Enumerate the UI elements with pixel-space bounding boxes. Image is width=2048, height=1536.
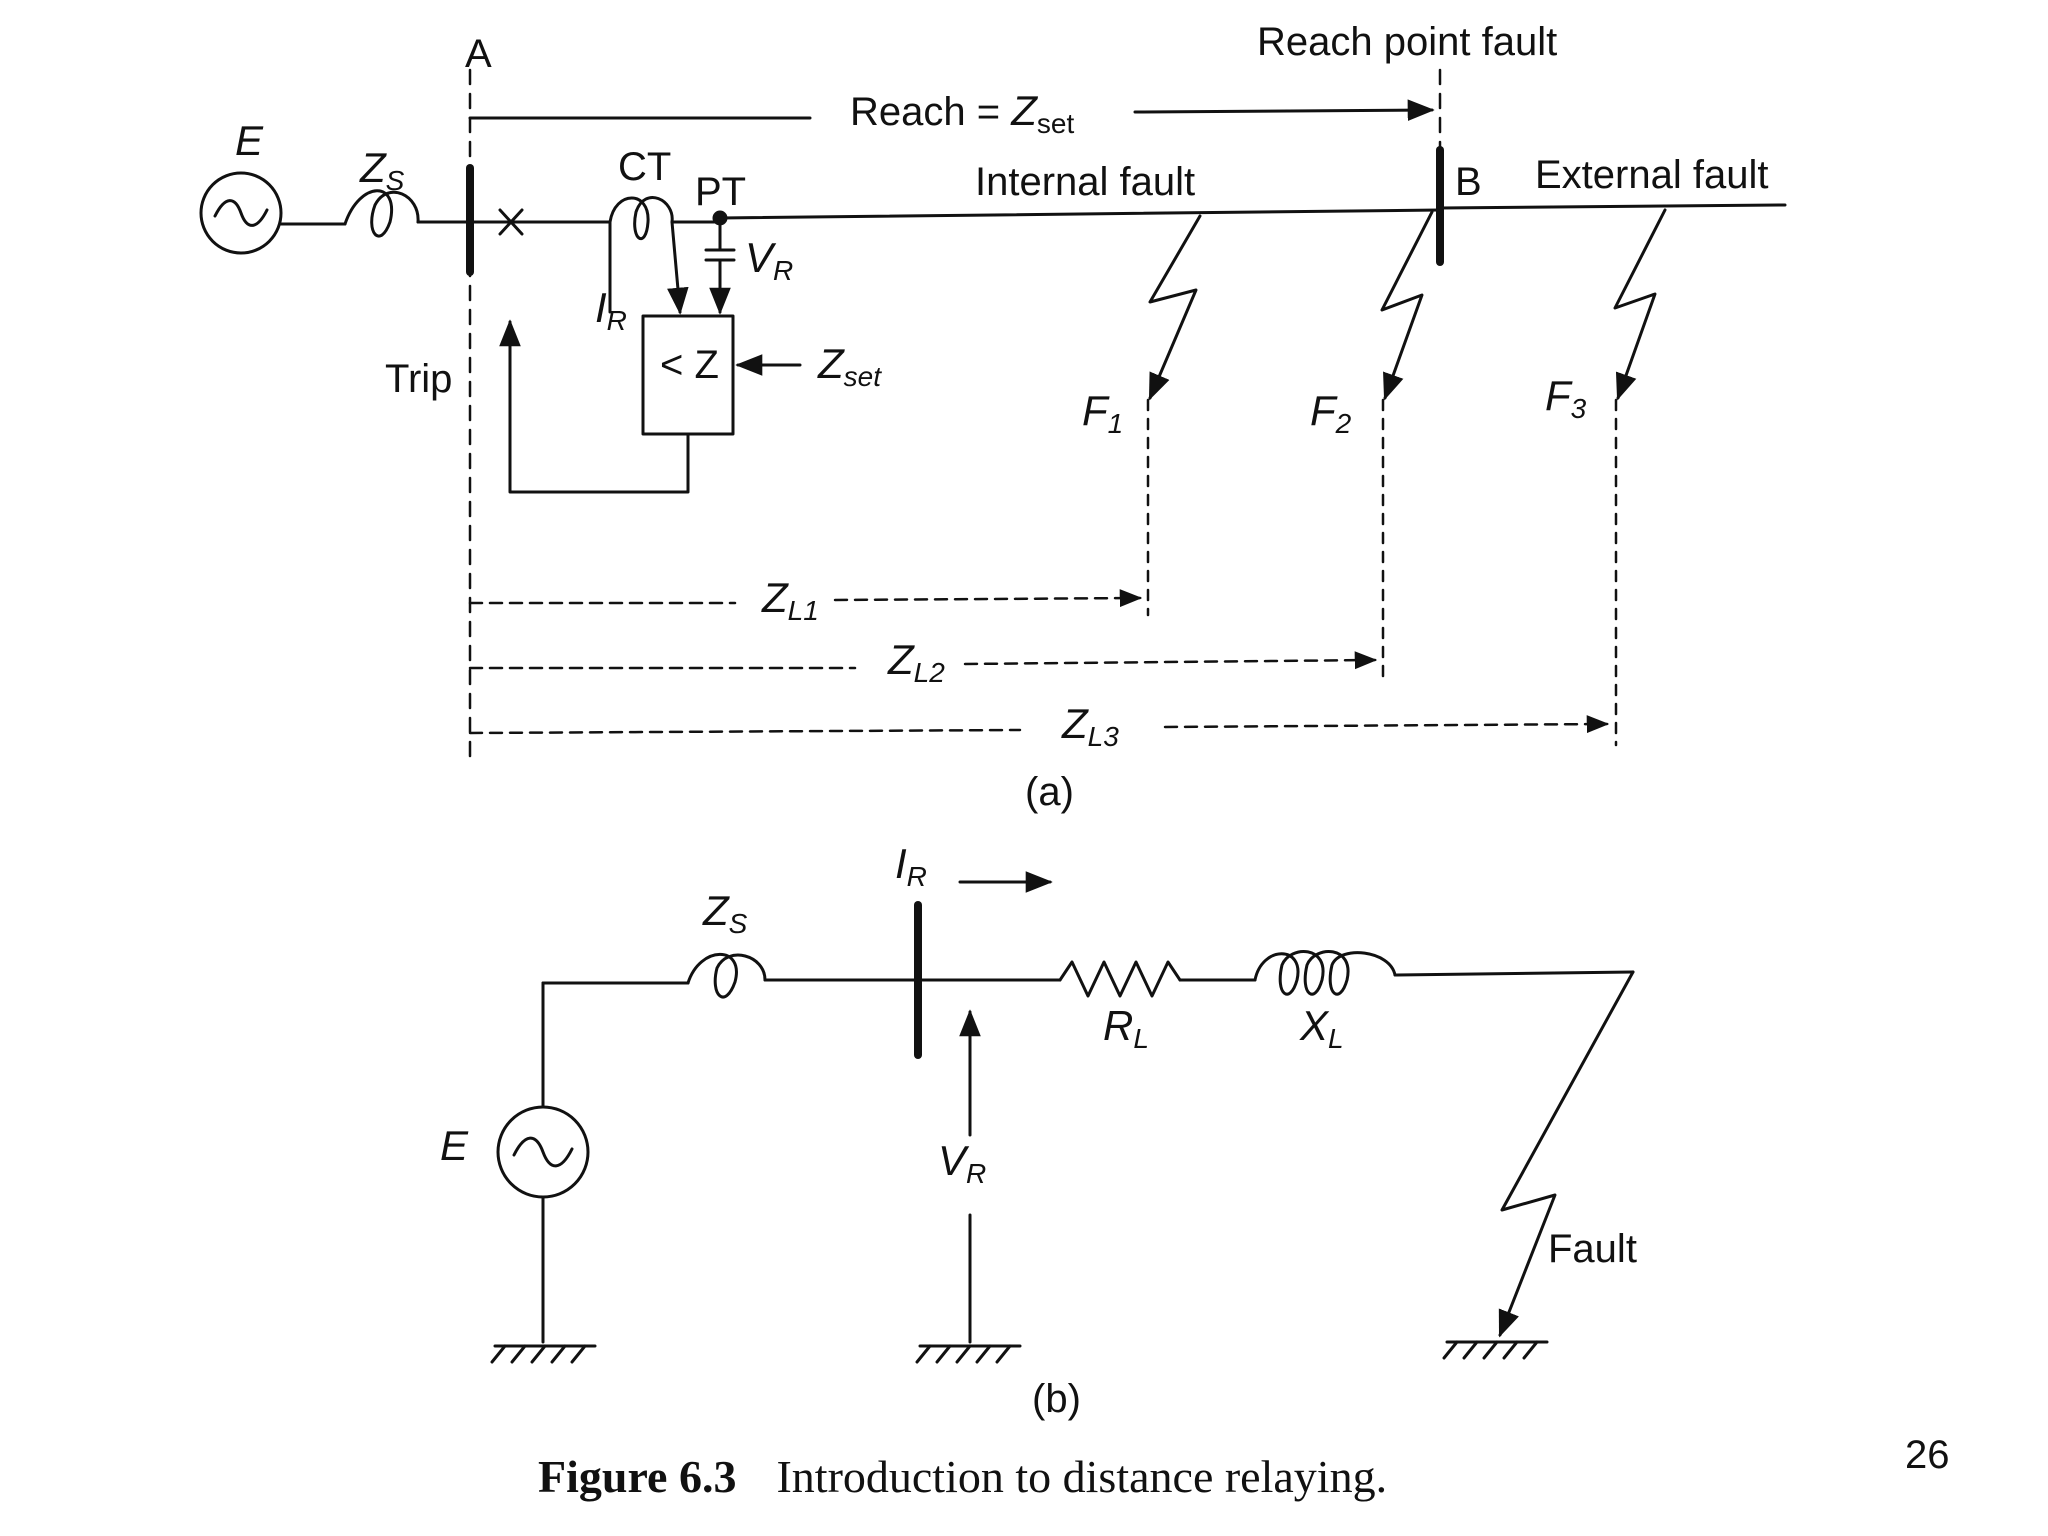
zs-b-inductor — [686, 952, 767, 999]
source-b-label: E — [440, 1122, 469, 1169]
ir-b-label: IR — [895, 840, 927, 892]
vr-b-label: VR — [938, 1137, 986, 1189]
pt-label: PT — [695, 170, 746, 214]
xl-inductor — [1253, 950, 1397, 996]
rl-resistor — [1058, 960, 1182, 998]
vr-a-label: VR — [745, 234, 793, 286]
f2-label: F2 — [1310, 387, 1352, 439]
trip-path — [508, 324, 690, 494]
zs-a-label: ZS — [359, 144, 405, 196]
zl3-dim-right — [1163, 715, 1610, 734]
ground-b-middle — [915, 1344, 1022, 1364]
circuit-a — [199, 68, 1787, 762]
source-b-wave — [512, 1136, 574, 1168]
trip-label: Trip — [385, 357, 452, 401]
fault-b-symbol — [1498, 970, 1635, 1338]
ct-coil — [608, 196, 674, 241]
circuit-b — [490, 871, 1635, 1364]
zl3-dim-left — [468, 728, 1022, 735]
ground-b-left — [490, 1344, 597, 1364]
ct-to-relay-a — [667, 220, 689, 315]
figure-caption: Figure 6.3 Introduction to distance relay… — [538, 1451, 1387, 1502]
reach-fault-label: Reach point fault — [1257, 20, 1557, 64]
f3-label: F3 — [1545, 372, 1587, 424]
source-a-label: E — [235, 117, 264, 164]
part-b-label: (b) — [1032, 1377, 1081, 1421]
zl1-label: ZL1 — [761, 574, 819, 626]
zset-label: Zset — [817, 340, 882, 392]
fault-f3-symbol — [1613, 208, 1667, 401]
internal-fault-label: Internal fault — [975, 160, 1195, 204]
wire-b-top-5 — [1393, 970, 1635, 977]
reach-label: Reach = Zset — [850, 87, 1074, 139]
bus-b-label: B — [1455, 160, 1482, 204]
ct-label: CT — [618, 145, 671, 189]
labels-b: IR ZS RL XL E VR Fault (b) — [440, 840, 1637, 1421]
xl-label: XL — [1299, 1002, 1344, 1054]
fault-f1-symbol — [1148, 214, 1202, 401]
f1-label: F1 — [1082, 387, 1123, 439]
labels-a: A Reach point fault Reach = Zset E ZS CT… — [235, 20, 1768, 814]
line-beyond-b — [1438, 203, 1787, 210]
figure-number: Figure 6.3 — [538, 1451, 736, 1502]
relay-label: < Z — [660, 343, 719, 387]
breaker-x — [498, 208, 524, 236]
zs-a-inductor — [343, 189, 420, 238]
ir-a-label: IR — [595, 284, 627, 336]
bus-a-label: A — [465, 32, 492, 76]
reach-line-right — [1133, 99, 1435, 121]
fault-b-label: Fault — [1548, 1227, 1637, 1271]
fault-f2-symbol — [1380, 210, 1434, 401]
figure-caption-text: Introduction to distance relaying. — [776, 1451, 1387, 1502]
ground-b-right — [1442, 1340, 1549, 1360]
external-fault-label: External fault — [1535, 153, 1768, 197]
zl1-dim-right — [833, 589, 1143, 608]
line-ab — [718, 208, 1442, 220]
page-number: 26 — [1905, 1433, 1950, 1477]
zl3-label: ZL3 — [1061, 700, 1119, 752]
rl-label: RL — [1103, 1002, 1149, 1054]
zl2-dim-right — [963, 651, 1378, 670]
zl2-label: ZL2 — [887, 636, 945, 688]
source-a-symbol — [199, 171, 283, 255]
source-a-wave — [213, 199, 269, 227]
zs-b-label: ZS — [702, 887, 748, 939]
part-a-label: (a) — [1025, 770, 1074, 814]
